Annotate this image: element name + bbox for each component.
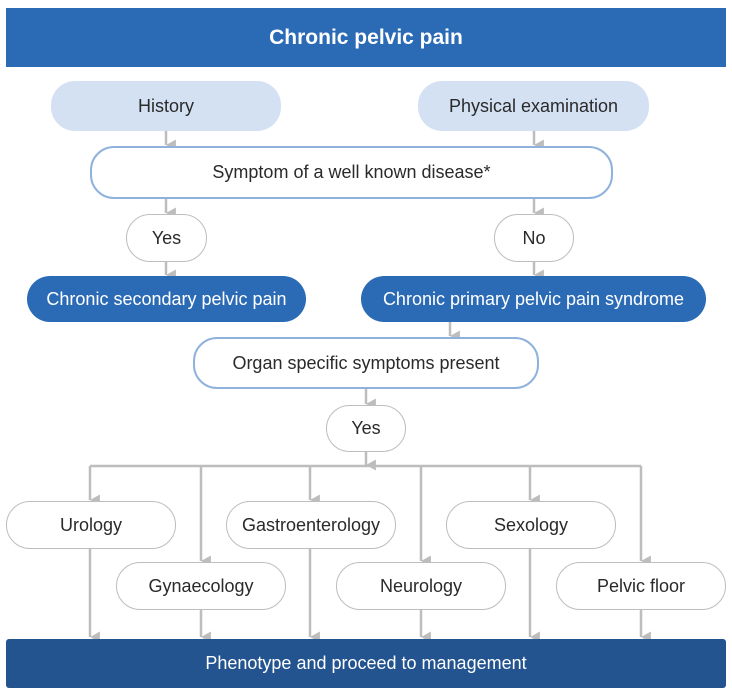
gynaecology-node: Gynaecology	[116, 562, 286, 610]
phenotype-footer: Phenotype and proceed to management	[6, 639, 726, 688]
physical-exam-node: Physical examination	[418, 81, 649, 131]
yes-node-1: Yes	[126, 214, 207, 262]
no-node-1: No	[494, 214, 574, 262]
urology-node: Urology	[6, 501, 176, 549]
diagram-title: Chronic pelvic pain	[6, 8, 726, 67]
primary-syndrome-node: Chronic primary pelvic pain syndrome	[361, 276, 706, 322]
organ-question-node: Organ specific symptoms present	[193, 337, 539, 389]
history-node: History	[51, 81, 281, 131]
yes-node-2: Yes	[326, 405, 406, 452]
neurology-node: Neurology	[336, 562, 506, 610]
gastroenterology-node: Gastroenterology	[226, 501, 396, 549]
symptom-question-node: Symptom of a well known disease*	[90, 146, 613, 199]
pelvic-floor-node: Pelvic floor	[556, 562, 726, 610]
sexology-node: Sexology	[446, 501, 616, 549]
secondary-pain-node: Chronic secondary pelvic pain	[27, 276, 306, 322]
